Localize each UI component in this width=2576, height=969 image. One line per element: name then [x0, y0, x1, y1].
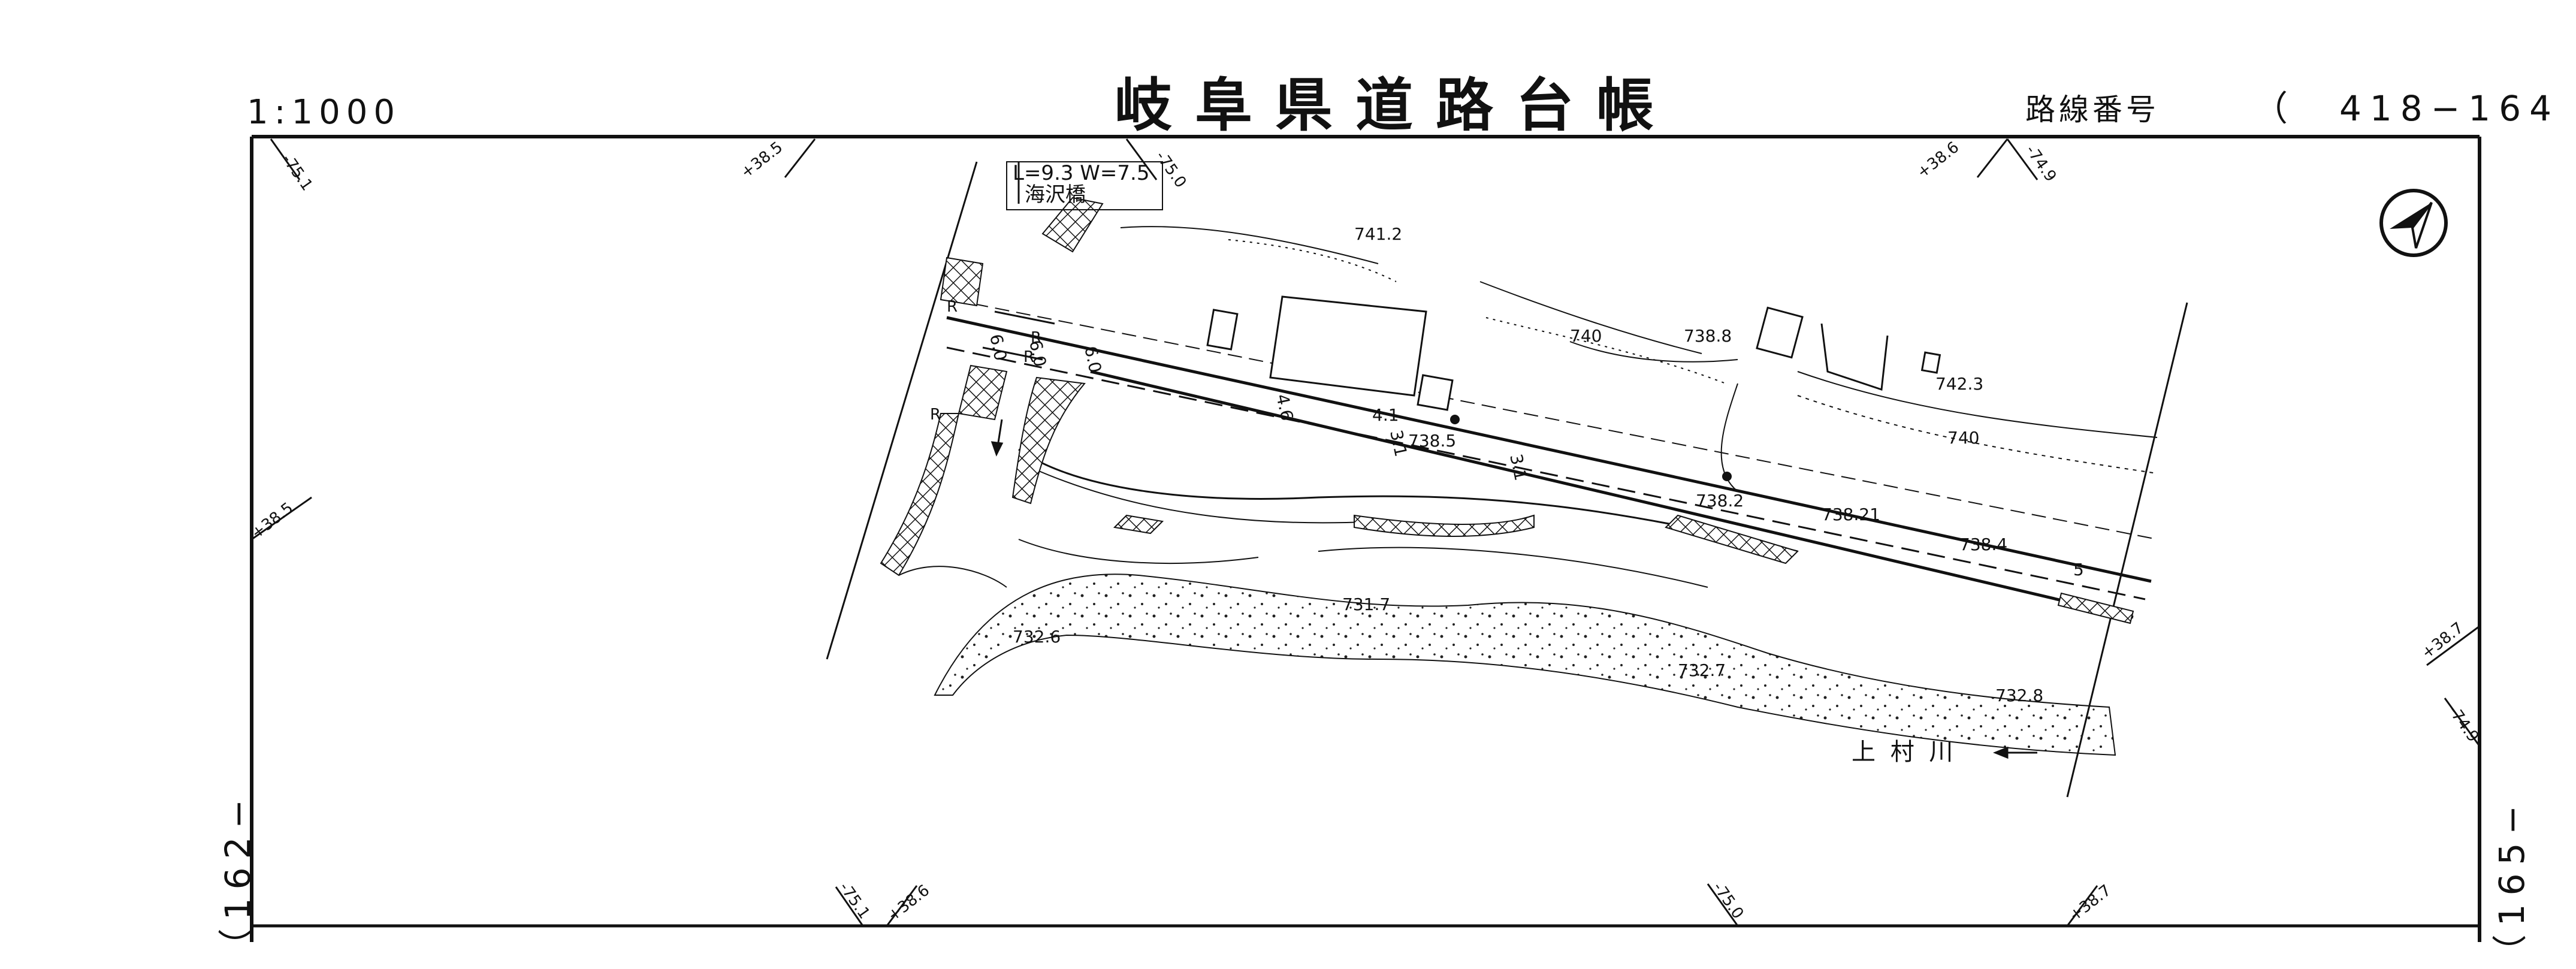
grid-marks-left: +38.5 — [248, 496, 312, 543]
road-width: 3.1 — [1506, 452, 1531, 482]
route-number-value: （ 418−164 ） — [2253, 88, 2576, 129]
road-width: 4.6 — [1272, 393, 1297, 422]
elevation: 738.8 — [1684, 326, 1732, 346]
grid-mark: -75.0 — [1152, 148, 1189, 191]
elevation: 742.3 — [1935, 374, 1983, 394]
main-road — [946, 299, 2158, 619]
flow-arrow-icon — [990, 419, 1004, 457]
grid-mark: -75.1 — [278, 151, 316, 194]
grid-mark: -75.1 — [835, 879, 873, 922]
buildings — [1206, 295, 1941, 411]
road-width: 4.1 — [1372, 405, 1399, 425]
river-name: 上 村 川 — [1852, 738, 1956, 766]
bridge — [982, 161, 1163, 361]
route-number-label: 路線番号 — [2025, 92, 2160, 127]
road-width: 6.0 — [1080, 345, 1106, 375]
bridge-name: 海沢橋 — [1025, 183, 1086, 207]
north-arrow-icon — [2379, 189, 2448, 257]
curve-mark: R — [1031, 329, 1041, 347]
elevation: 738.4 — [1959, 535, 2007, 554]
road-width: 3.1 — [1386, 428, 1411, 458]
contours — [1018, 226, 2158, 564]
elevation: 741.2 — [1354, 224, 1402, 244]
map-scale: 1:1000 — [247, 93, 401, 132]
elevation: 740 — [1570, 326, 1602, 346]
elevations: 741.2 740 738.8 742.3 740 738.5 738.2 73… — [1013, 224, 2043, 705]
elevation: 738.2 — [1696, 491, 1744, 511]
elevation: 740 — [1947, 428, 1979, 448]
elevation: 738.5 — [1408, 431, 1456, 451]
elevation: 732.6 — [1013, 627, 1061, 647]
road-width: 5 — [2073, 560, 2084, 579]
grid-marks-right: +38.7 -74.9 — [2418, 619, 2482, 747]
elevation: 732.7 — [1678, 660, 1726, 680]
retaining-walls — [880, 197, 2134, 624]
grid-mark: +38.5 — [738, 138, 786, 182]
road-widths: 6.0 6.0 6.0 4.6 4.1 3.1 3.1 5 — [986, 333, 2084, 579]
bridge-dimensions: L=9.3 W=7.5 — [1013, 161, 1150, 185]
elevation: 732.8 — [1995, 686, 2043, 705]
grid-mark: +38.5 — [248, 499, 297, 543]
road-width: 6.0 — [986, 333, 1011, 363]
elevation: 731.7 — [1342, 594, 1390, 614]
survey-points — [1450, 415, 1732, 481]
curve-mark: R — [930, 406, 941, 424]
grid-mark: -74.9 — [2022, 142, 2059, 185]
curve-mark: R — [947, 298, 958, 316]
grid-mark: +38.7 — [2066, 882, 2115, 925]
page-title: 岐阜県道路台帳 — [1115, 72, 1677, 139]
grid-marks-top: -75.1 +38.5 -75.0 +38.6 -74.9 — [270, 138, 2059, 194]
curve-mark: R — [1023, 348, 1034, 366]
elevation: 738.21 — [1822, 505, 1880, 524]
road-ledger-map: -75.1 +38.5 -75.0 +38.6 -74.9 +38.5 +38.… — [248, 135, 2482, 942]
grid-mark: +38.6 — [1914, 138, 1962, 182]
grid-mark: -74.9 — [2444, 702, 2482, 745]
grid-marks-bottom: -75.1 +38.6 -75.0 +38.7 — [835, 879, 2115, 926]
grid-mark: +38.6 — [884, 882, 933, 925]
grid-mark: -75.0 — [1709, 879, 1747, 922]
flow-arrow-icon — [1992, 746, 2037, 759]
map-frame — [250, 135, 2481, 942]
curve-marks: R R R R — [930, 298, 1041, 424]
river-bed — [898, 547, 2116, 756]
